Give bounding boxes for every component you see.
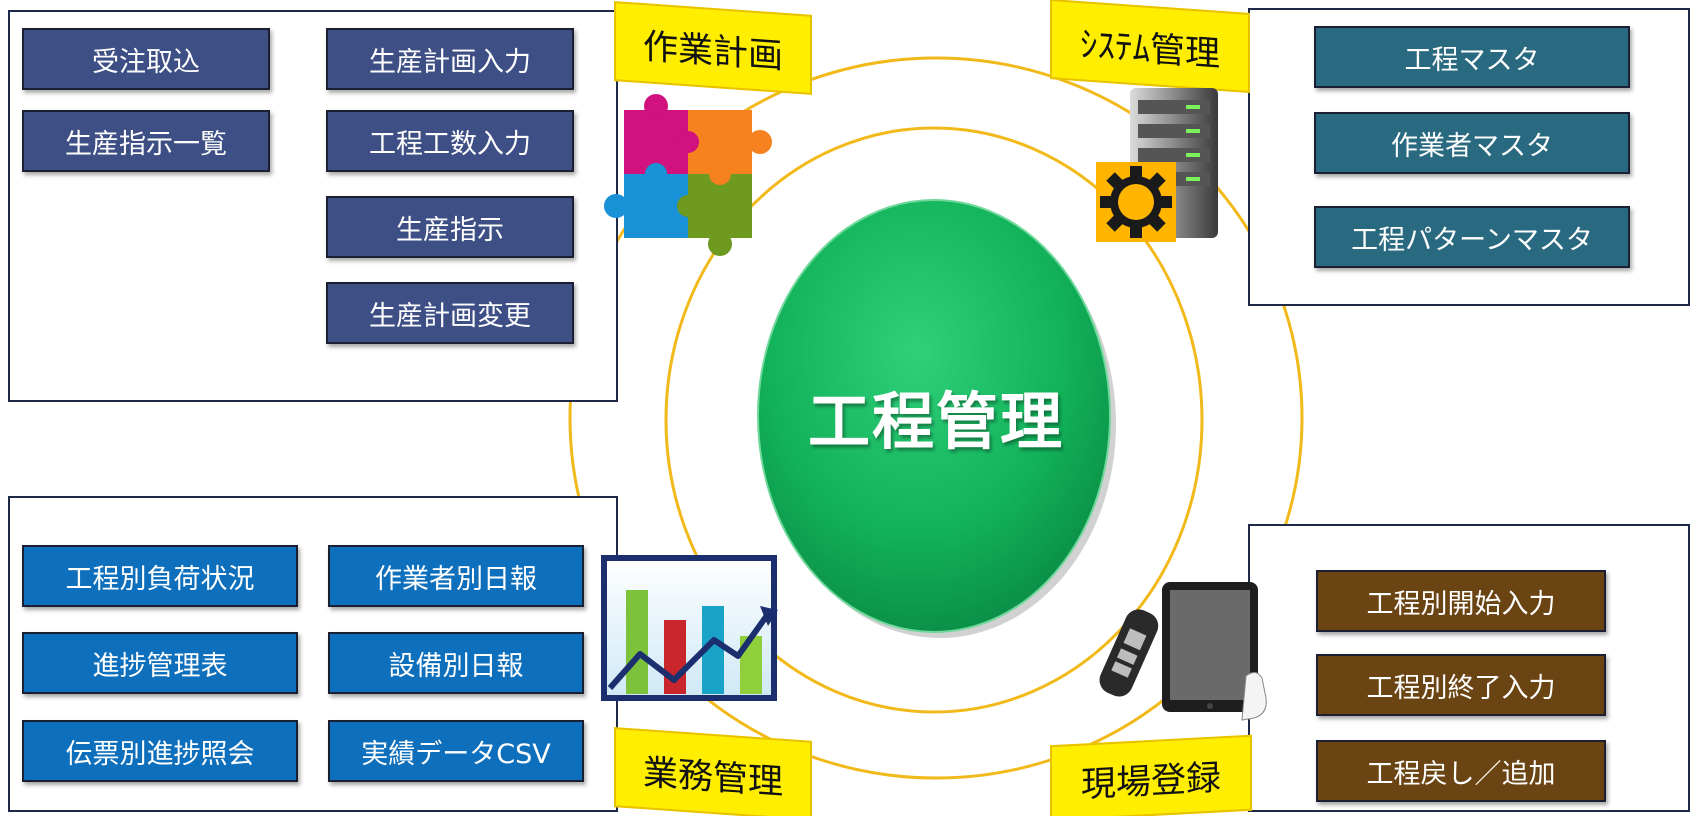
worker-daily-report-button[interactable]: 作業者別日報: [328, 545, 584, 607]
outer-ring: [568, 56, 1304, 780]
process-end-input-button[interactable]: 工程別終了入力: [1316, 654, 1606, 716]
process-return-add-button[interactable]: 工程戻し／追加: [1316, 740, 1606, 802]
production-plan-input-button[interactable]: 生産計画入力: [326, 28, 574, 90]
order-import-button[interactable]: 受注取込: [22, 28, 270, 90]
production-plan-change-button[interactable]: 生産計画変更: [326, 282, 574, 344]
tablet-scanner-icon: [1099, 582, 1267, 721]
process-start-input-button[interactable]: 工程別開始入力: [1316, 570, 1606, 632]
bar-chart-icon: [601, 555, 778, 701]
system-label: ｼｽﾃﾑ管理: [1050, 0, 1250, 93]
inner-ring: [664, 126, 1204, 714]
worker-master-button[interactable]: 作業者マスタ: [1314, 112, 1630, 174]
process-load-status-button[interactable]: 工程別負荷状況: [22, 545, 298, 607]
plan-label: 作業計画: [614, 1, 812, 95]
process-pattern-master-button[interactable]: 工程パターンマスタ: [1314, 206, 1630, 268]
slip-progress-inquiry-button[interactable]: 伝票別進捗照会: [22, 720, 298, 782]
process-master-button[interactable]: 工程マスタ: [1314, 26, 1630, 88]
center-title: 工程管理: [807, 385, 1064, 458]
puzzle-icon: [604, 94, 772, 256]
production-order-button[interactable]: 生産指示: [326, 196, 574, 258]
server-gear-icon: [1096, 88, 1218, 242]
production-order-list-button[interactable]: 生産指示一覧: [22, 110, 270, 172]
center-circle: [757, 199, 1111, 633]
business-label: 業務管理: [614, 727, 812, 816]
equipment-daily-report-button[interactable]: 設備別日報: [328, 632, 584, 694]
result-data-csv-button[interactable]: 実績データCSV: [328, 720, 584, 782]
process-manhour-input-button[interactable]: 工程工数入力: [326, 110, 574, 172]
progress-management-table-button[interactable]: 進捗管理表: [22, 632, 298, 694]
